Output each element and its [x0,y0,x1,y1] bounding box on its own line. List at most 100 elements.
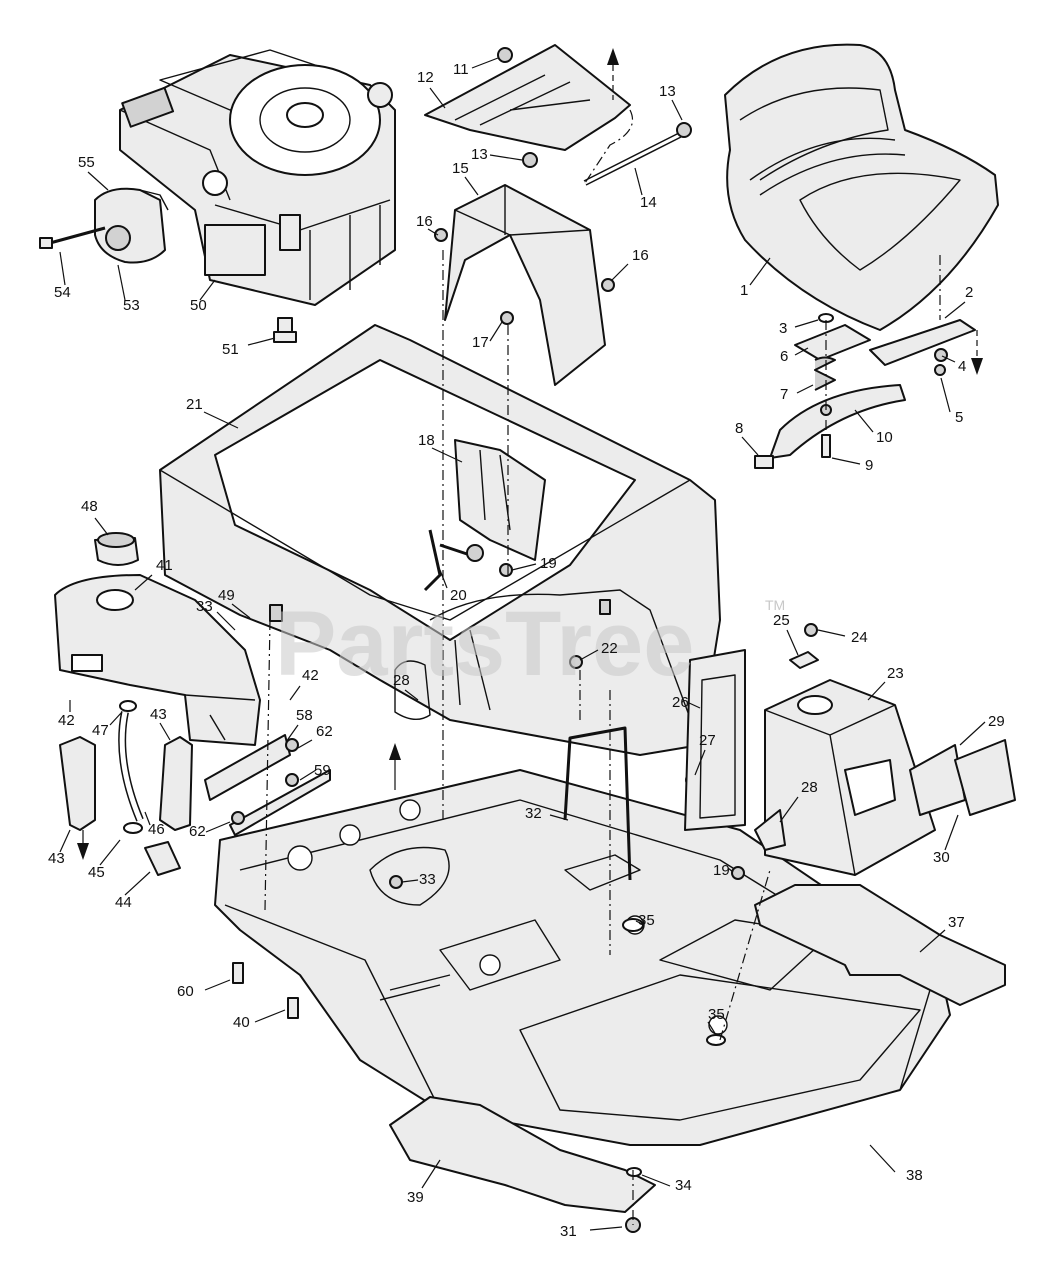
fuel-filter-part [144,841,181,876]
callout-label: 13 [471,146,488,163]
bracket-part [754,809,786,851]
callout-label: 10 [876,429,893,446]
callout-leader [549,814,569,821]
foot-mat-part [389,1096,656,1213]
callout-label: 53 [123,297,140,314]
callout-leader [297,739,313,749]
callout-leader [794,347,809,356]
callout-leader [831,457,861,465]
callout-label: 45 [88,864,105,881]
callout-label: 11 [453,61,469,78]
callout-leader [741,436,759,456]
callout-leader [159,722,171,741]
callout-leader [786,629,799,656]
callout-leader [794,319,819,328]
callout-leader [694,749,706,776]
callout-leader [59,251,66,286]
callout-label: 26 [672,694,689,711]
callout-label: 55 [78,154,95,171]
callout-leader [289,685,301,701]
seat-bracket-part [424,44,631,151]
callout-leader [94,517,109,536]
decal-part [909,744,966,816]
callout-leader [199,279,216,301]
callout-label: 12 [417,69,434,86]
arrow-up-icon [389,743,401,790]
callout-label: 1 [740,282,748,299]
callout-label: 16 [632,247,649,264]
seat-part [724,43,999,331]
callout-leader [299,769,317,781]
seat-bracket-lower-part [769,384,906,459]
engine-part [119,49,396,306]
callout-label: 58 [296,707,313,724]
callout-label: 19 [713,862,730,879]
callout-label: 60 [177,983,194,1000]
callout-leader [431,447,463,463]
callout-label: 17 [472,334,489,351]
bracket-part [204,734,291,801]
callout-label: 23 [887,665,904,682]
callout-label: 33 [196,598,213,615]
callout-label: 31 [560,1223,577,1240]
callout-leader [796,384,814,394]
callout-leader [247,337,276,346]
callout-leader [439,569,448,589]
callout-label: 3 [779,320,787,337]
callout-label: 40 [233,1014,250,1031]
callout-leader [854,409,874,433]
callout-label: 39 [407,1189,424,1206]
callout-label: 7 [780,386,788,403]
nut-part [497,47,692,168]
callout-label: 28 [393,672,410,689]
callout-label: 43 [48,850,65,867]
callout-leader [511,563,537,571]
callout-leader [429,87,446,109]
callout-label: 48 [81,498,98,515]
callout-leader [611,263,629,281]
bushing-part [789,623,819,669]
callout-leader [686,701,701,709]
callout-label: 54 [54,284,71,301]
decal-part [954,739,1016,816]
watermark-tm: TM [765,597,785,613]
callout-label: 16 [416,213,433,230]
callout-leader [124,871,151,896]
callout-leader [427,228,439,236]
panel-part [454,439,546,561]
screw-part [499,563,583,669]
callout-label: 27 [699,732,716,749]
callout-label: 2 [965,284,973,301]
callout-label: 29 [988,713,1005,730]
callout-leader [634,167,643,196]
panel-part [684,649,746,831]
callout-label: 32 [525,805,542,822]
screw-part [389,875,403,889]
callout-leader [635,920,645,926]
rod-part [583,132,682,186]
callout-leader [99,839,121,866]
callout-leader [779,796,799,823]
bolt-part [232,962,299,1019]
arrow-down-icon [971,330,983,375]
fuel-hose-part [118,711,144,822]
callout-label: 15 [452,160,469,177]
callout-label: 24 [851,629,868,646]
callout-label: 43 [150,706,167,723]
callout-label: 49 [218,587,235,604]
bracket-part [229,738,331,836]
center-lines [264,109,941,1225]
callout-leader [421,1159,441,1189]
tank-bracket-part [59,736,96,831]
lever-part [423,529,484,592]
fuel-cap-part [94,532,139,566]
callout-label: 28 [801,779,818,796]
callout-label: 4 [958,358,966,375]
callout-leader [87,171,109,191]
callout-leader [404,689,419,701]
seat-support-part [444,184,606,386]
callout-leader [401,879,419,883]
callout-label: 62 [316,723,333,740]
